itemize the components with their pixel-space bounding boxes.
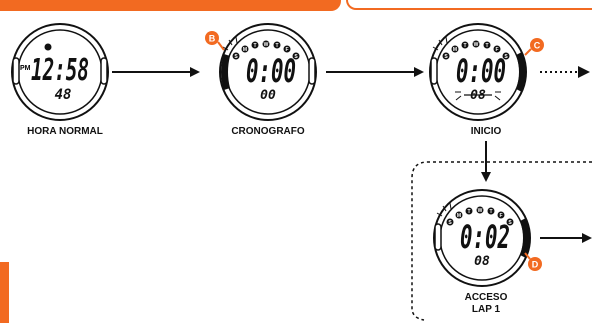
svg-text:T: T xyxy=(485,43,488,49)
svg-text:S: S xyxy=(444,54,448,60)
svg-text:F: F xyxy=(285,47,288,53)
dashed-loop-border xyxy=(411,161,592,321)
svg-text:S: S xyxy=(294,54,298,60)
svg-text:S: S xyxy=(508,220,512,226)
orange-side-strip xyxy=(0,262,9,323)
svg-text:W: W xyxy=(264,42,269,48)
button-d-side xyxy=(520,218,530,258)
svg-text:T: T xyxy=(463,43,466,49)
watch-sub-display: 08 xyxy=(474,254,490,269)
svg-text:D: D xyxy=(532,260,539,270)
watch-main-display: 0:00 xyxy=(246,52,296,90)
badge-b: B xyxy=(205,31,225,51)
svg-text:S: S xyxy=(504,54,508,60)
watch-sub-display: 00 xyxy=(260,88,276,103)
svg-text:M: M xyxy=(453,47,457,53)
watch-acceso-lap1: S M T W T F S 0:02 08 xyxy=(433,189,531,287)
day-ring: S M T W T F S xyxy=(446,206,514,226)
label-lap1: LAP 1 xyxy=(472,304,501,315)
svg-text:W: W xyxy=(474,42,479,48)
svg-text:C: C xyxy=(534,41,541,51)
svg-text:W: W xyxy=(478,208,483,214)
label-inicio: INICIO xyxy=(471,126,502,137)
svg-text:T: T xyxy=(489,209,492,215)
svg-text:T: T xyxy=(253,43,256,49)
svg-text:M: M xyxy=(457,213,461,219)
svg-text:T: T xyxy=(467,209,470,215)
badge-c: C xyxy=(524,38,544,56)
svg-text:M: M xyxy=(243,47,247,53)
day-ring: S M T W T F S xyxy=(442,40,510,60)
watch-hora-normal: PM 12:58 48 xyxy=(11,23,109,121)
blink-rays-icon xyxy=(222,36,238,51)
blink-rays-icon xyxy=(436,202,452,217)
watch-inicio: S M T W T F S 0:00 08 xyxy=(429,23,527,121)
watch-cronografo: S M T W T F S 0:00 00 xyxy=(219,23,317,121)
pm-indicator: PM xyxy=(20,65,31,72)
arrowhead-icon xyxy=(578,66,590,78)
svg-text:B: B xyxy=(209,34,216,44)
label-cronografo: CRONOGRAFO xyxy=(231,126,305,137)
button-b-side xyxy=(221,54,230,90)
svg-text:T: T xyxy=(275,43,278,49)
blink-rays-icon xyxy=(432,36,501,101)
alarm-dot-icon xyxy=(44,43,52,51)
svg-text:S: S xyxy=(234,54,238,60)
badge-d: D xyxy=(524,252,542,271)
orange-header-bar xyxy=(0,0,341,11)
day-ring: S M T W T F S xyxy=(232,40,300,60)
watch-main-display: 0:00 xyxy=(456,52,506,90)
orange-header-outline xyxy=(346,0,592,10)
label-acceso: ACCESO xyxy=(465,292,508,303)
watch-main-display: 12:58 xyxy=(31,53,89,88)
button-c-side xyxy=(516,52,526,92)
svg-text:S: S xyxy=(448,220,452,226)
svg-text:F: F xyxy=(495,47,498,53)
svg-text:F: F xyxy=(499,213,502,219)
watch-sub-display: 48 xyxy=(55,87,72,103)
label-hora-normal: HORA NORMAL xyxy=(27,126,103,137)
watch-main-display: 0:02 xyxy=(460,218,510,256)
